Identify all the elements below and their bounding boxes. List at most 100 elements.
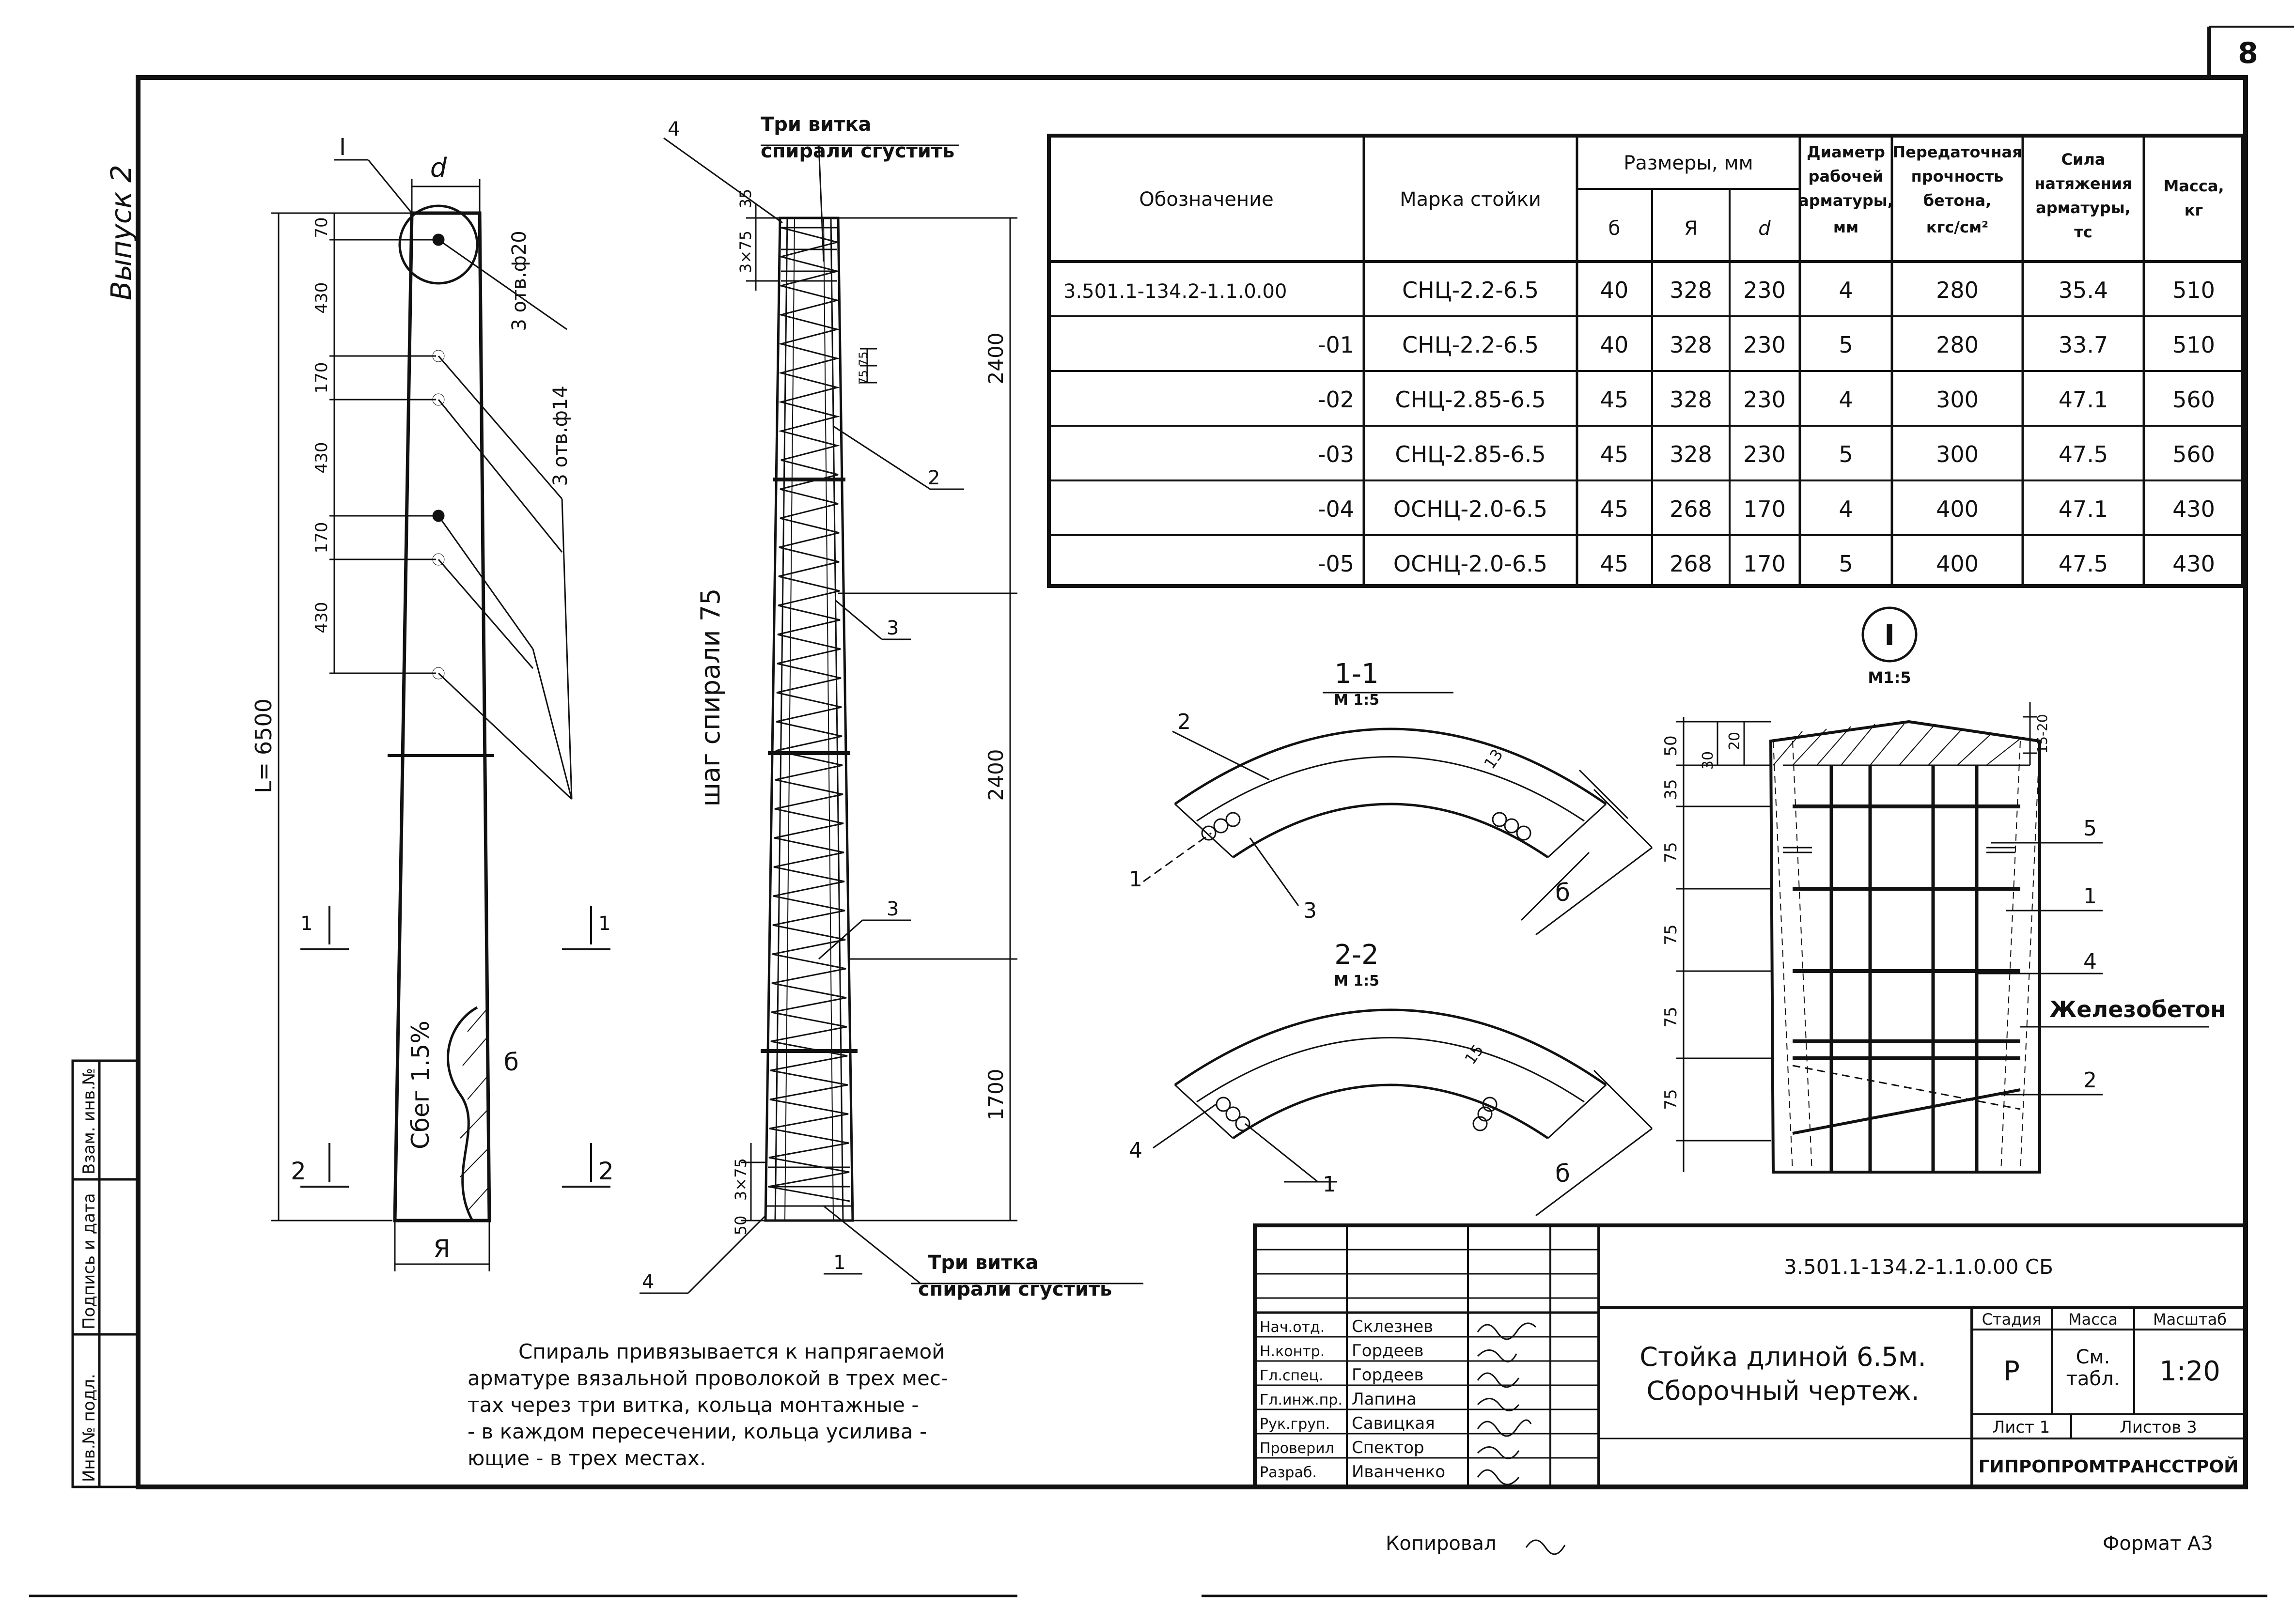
top-dim-35: 35 xyxy=(736,189,755,209)
small-dims: 75 75 xyxy=(857,352,870,385)
svg-text:-04: -04 xyxy=(1318,496,1354,522)
taper-label: Сбег 1.5% xyxy=(406,1021,435,1149)
sheets-label: Листов 3 xyxy=(2120,1418,2197,1437)
detail-I-dim-20: 20 xyxy=(1726,732,1743,750)
bottom-dim-50: 50 xyxy=(732,1216,750,1236)
detail-I-side-dims: 35 75 75 75 75 xyxy=(1661,779,1681,1110)
detail-I-dim-50: 50 xyxy=(1661,735,1681,756)
table-row: 3.501.1-134.2-1.1.0.00 СНЦ-2.2-6.5 40 32… xyxy=(1063,277,2215,303)
svg-text:170: 170 xyxy=(1743,496,1786,522)
svg-text:Склезнев: Склезнев xyxy=(1352,1317,1433,1336)
section-mark-2-left: 2 xyxy=(291,1157,306,1185)
svg-text:5: 5 xyxy=(1839,332,1853,358)
edition-label: Выпуск 2 xyxy=(105,165,138,300)
svg-text:рабочей: рабочей xyxy=(1809,167,1884,186)
svg-text:арматуры,: арматуры, xyxy=(2036,199,2131,217)
svg-text:230: 230 xyxy=(1743,441,1786,467)
stage-value: Р xyxy=(2003,1356,2020,1387)
cut-window xyxy=(447,1006,478,1222)
svg-text:170: 170 xyxy=(312,362,331,394)
svg-text:280: 280 xyxy=(1936,332,1979,358)
copied-signature xyxy=(1525,1539,1566,1555)
svg-text:4: 4 xyxy=(1839,496,1853,522)
general-note: Спираль привязывается к напрягаемой арма… xyxy=(468,1340,948,1470)
svg-text:ОСНЦ-2.0-6.5: ОСНЦ-2.0-6.5 xyxy=(1393,551,1547,577)
rebar-view xyxy=(640,137,1143,1294)
svg-text:прочность: прочность xyxy=(1911,167,2004,186)
detail-I-hatch xyxy=(1773,724,2021,766)
svg-text:230: 230 xyxy=(1743,332,1786,358)
section-1-callout-3: 3 xyxy=(1303,898,1317,923)
svg-text:Масса,: Масса, xyxy=(2163,177,2224,195)
view-number: 1 xyxy=(833,1252,845,1274)
outer-frame xyxy=(136,75,2248,1489)
side-stamp-replace: Взам. инв.№ xyxy=(79,1068,99,1175)
svg-text:СНЦ-2.85-6.5: СНЦ-2.85-6.5 xyxy=(1395,387,1546,413)
section-1-callout-2: 2 xyxy=(1177,710,1191,734)
segment-dim-2: 2400 xyxy=(984,749,1008,801)
svg-text:Гл.инж.пр.: Гл.инж.пр. xyxy=(1260,1392,1343,1408)
svg-text:45: 45 xyxy=(1600,551,1629,577)
svg-text:5: 5 xyxy=(1839,441,1853,467)
svg-text:75: 75 xyxy=(1661,924,1681,945)
svg-text:560: 560 xyxy=(2172,441,2215,467)
svg-text:430: 430 xyxy=(2172,551,2215,577)
svg-text:б: б xyxy=(1608,217,1621,240)
detail-mark: I xyxy=(339,134,346,161)
scale-label: Масштаб xyxy=(2153,1310,2227,1329)
section-2-title: 2-2 xyxy=(1334,939,1378,971)
section-1-callout-1: 1 xyxy=(1129,867,1142,892)
callout-4-top: 4 xyxy=(668,118,680,140)
svg-text:тс: тс xyxy=(2074,223,2092,241)
detail-I-scale: М1:5 xyxy=(1868,668,1911,687)
copied-label: Копировал xyxy=(1386,1532,1497,1555)
svg-text:35: 35 xyxy=(1661,779,1681,800)
svg-text:Диаметр: Диаметр xyxy=(1807,143,1885,161)
svg-text:Передаточная: Передаточная xyxy=(1892,143,2022,161)
top-dim-3x75: 3×75 xyxy=(736,231,755,273)
section-2-2 xyxy=(1153,1008,1653,1217)
detail-I-callout-1: 1 xyxy=(2083,884,2097,909)
doc-code: 3.501.1-134.2-1.1.0.00 СБ xyxy=(1784,1255,2053,1279)
svg-text:5: 5 xyxy=(1839,551,1853,577)
svg-text:75: 75 xyxy=(1661,1006,1681,1027)
svg-text:Разраб.: Разраб. xyxy=(1260,1464,1317,1481)
table-row: -01 СНЦ-2.2-6.5 40 328 230 5 280 33.7 51… xyxy=(1318,332,2215,358)
detail-I-dim-30: 30 xyxy=(1700,751,1717,770)
mass-value-line2: табл. xyxy=(2066,1368,2120,1390)
svg-text:-02: -02 xyxy=(1318,387,1354,413)
page-number: 8 xyxy=(2238,36,2258,70)
svg-text:Проверил: Проверил xyxy=(1260,1440,1334,1457)
svg-text:400: 400 xyxy=(1936,496,1979,522)
svg-text:328: 328 xyxy=(1670,332,1712,358)
section-2-callout-1: 1 xyxy=(1323,1172,1336,1197)
svg-text:Гордеев: Гордеев xyxy=(1352,1365,1424,1385)
svg-text:47.1: 47.1 xyxy=(2059,387,2108,413)
svg-text:Н.контр.: Н.контр. xyxy=(1260,1343,1325,1360)
dim-d: d xyxy=(430,153,447,183)
svg-text:170: 170 xyxy=(312,522,331,554)
callout-2: 2 xyxy=(928,467,940,489)
svg-text:Марка стойки: Марка стойки xyxy=(1400,188,1541,211)
segment-dim-1: 2400 xyxy=(984,333,1008,385)
handwritten-signatures xyxy=(1477,1322,1537,1485)
svg-text:45: 45 xyxy=(1600,441,1629,467)
signature-roles: Нач.отд. Н.контр. Гл.спец. Гл.инж.пр. Ру… xyxy=(1260,1319,1343,1481)
title-block xyxy=(1253,1223,2248,1489)
svg-text:47.5: 47.5 xyxy=(2059,551,2108,577)
svg-text:Гл.спец.: Гл.спец. xyxy=(1260,1367,1324,1384)
section-1-title: 1-1 xyxy=(1334,658,1378,690)
top-note-line1: Три витка xyxy=(761,113,872,136)
svg-text:арматуры,: арматуры, xyxy=(1798,191,1893,210)
section-mark-1-left: 1 xyxy=(300,913,312,935)
svg-text:ющие - в трех местах.: ющие - в трех местах. xyxy=(468,1446,706,1470)
svg-text:430: 430 xyxy=(312,602,331,634)
svg-text:Сила: Сила xyxy=(2061,150,2106,169)
svg-text:40: 40 xyxy=(1600,332,1629,358)
format-label: Формат А3 xyxy=(2103,1532,2213,1555)
svg-text:Савицкая: Савицкая xyxy=(1352,1414,1435,1433)
svg-text:СНЦ-2.2-6.5: СНЦ-2.2-6.5 xyxy=(1402,332,1539,358)
detail-I-callout-4: 4 xyxy=(2083,949,2097,974)
detail-I-callout-5: 5 xyxy=(2083,816,2097,841)
rebar-cage xyxy=(764,217,854,1222)
